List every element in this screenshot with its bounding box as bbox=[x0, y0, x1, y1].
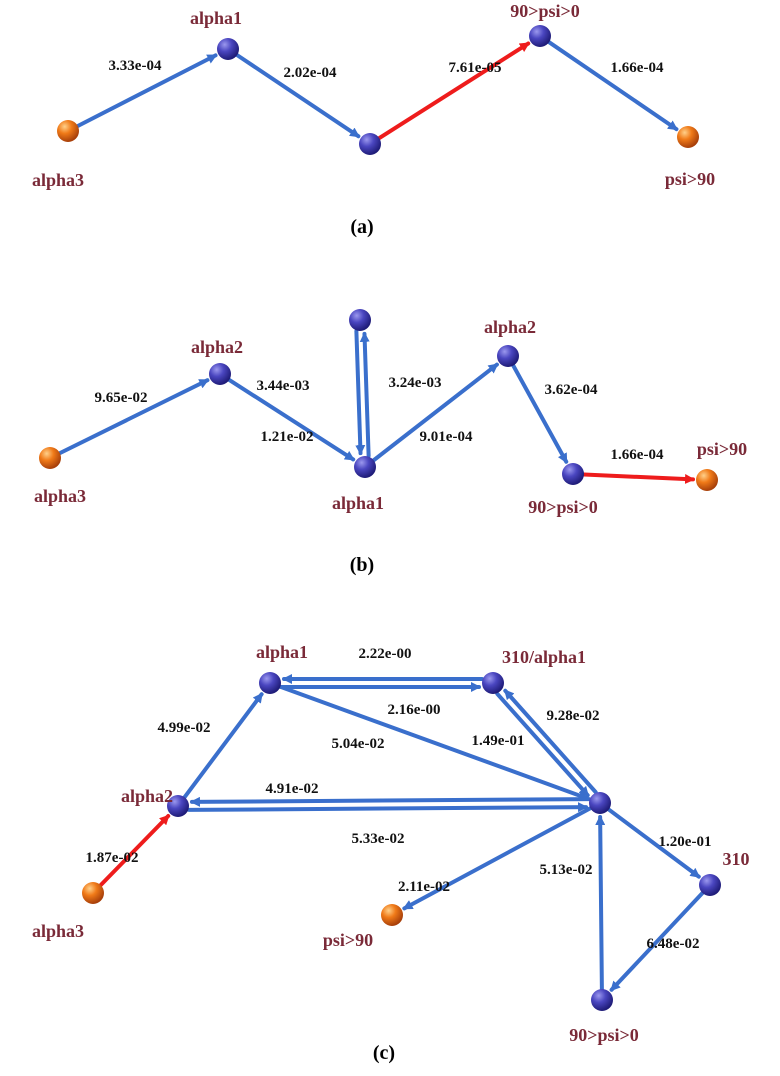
node-p90psi0 bbox=[562, 463, 584, 485]
edge-label: 1.20e-01 bbox=[659, 834, 712, 850]
node-label-alpha3: alpha3 bbox=[32, 921, 84, 941]
node-label-alpha2b: alpha2 bbox=[484, 317, 536, 337]
edge-label: 5.13e-02 bbox=[540, 862, 593, 878]
edge-alpha1-to-hub bbox=[278, 684, 589, 801]
edge-alpha2-to-hub bbox=[187, 802, 589, 813]
node-alpha3 bbox=[39, 447, 61, 469]
node-label-alpha1: alpha1 bbox=[256, 642, 308, 662]
node-alpha1 bbox=[259, 672, 281, 694]
edge-label: 1.66e-04 bbox=[611, 447, 664, 463]
panel-c: 1.87e-02 4.99e-02 2.22e-00 2.16e-00 5.04e-02… bbox=[32, 642, 750, 1064]
edge-a310-to-hub bbox=[495, 691, 590, 798]
node-psi90 bbox=[696, 469, 718, 491]
edge-alpha2-to-alpha1 bbox=[182, 692, 264, 800]
node-label-psi90: psi>90 bbox=[665, 169, 715, 189]
node-psi90 bbox=[677, 126, 699, 148]
node-hub bbox=[589, 792, 611, 814]
node-label-psi90: psi>90 bbox=[323, 930, 373, 950]
node-label-psi90: psi>90 bbox=[697, 439, 747, 459]
edge-label: 2.11e-02 bbox=[398, 879, 450, 895]
edge-label: 1.66e-04 bbox=[611, 60, 664, 76]
node-label-alpha3: alpha3 bbox=[32, 170, 84, 190]
edge-label: 6.48e-02 bbox=[647, 936, 700, 952]
edge-hub-to-alpha2 bbox=[189, 796, 591, 807]
node-label-alpha1: alpha1 bbox=[190, 8, 242, 28]
node-label-alpha2a: alpha2 bbox=[191, 337, 243, 357]
node-alpha3 bbox=[82, 882, 104, 904]
node-alpha1 bbox=[354, 456, 376, 478]
edge-label: 4.91e-02 bbox=[266, 781, 319, 797]
edge-label: 3.33e-04 bbox=[109, 58, 162, 74]
edge-label: 4.99e-02 bbox=[158, 720, 211, 736]
panel-b: 9.65e-02 3.44e-03 1.21e-02 3.24e-03 9.01e-04… bbox=[34, 309, 747, 576]
edge-alpha3-to-alpha2 bbox=[98, 814, 171, 888]
node-label-p90psi0: 90>psi>0 bbox=[510, 1, 580, 21]
edge-alpha2b-to-p90psi0 bbox=[511, 363, 569, 464]
edge-label: 5.33e-02 bbox=[352, 831, 405, 847]
edge-alpha3-to-alpha1 bbox=[75, 53, 218, 128]
node-alpha3 bbox=[57, 120, 79, 142]
edge-label: 9.01e-04 bbox=[420, 429, 473, 445]
edge-mid-to-p90psi0 bbox=[377, 41, 531, 141]
edge-n310-to-p90psi0 bbox=[609, 891, 705, 992]
node-alpha2b bbox=[497, 345, 519, 367]
edge-alpha1-to-top bbox=[359, 331, 371, 458]
edge-label: 1.49e-01 bbox=[472, 733, 525, 749]
edge-alpha3-to-alpha2a bbox=[57, 378, 210, 456]
node-alpha2 bbox=[167, 795, 189, 817]
node-p90psi0 bbox=[591, 989, 613, 1011]
panel-caption-c: (c) bbox=[373, 1042, 395, 1064]
edge-label: 9.28e-02 bbox=[547, 708, 600, 724]
node-label-n310: 310 bbox=[723, 849, 750, 869]
node-alpha1 bbox=[217, 38, 239, 60]
edge-hub-to-a310 bbox=[503, 688, 598, 795]
node-label-alpha1: alpha1 bbox=[332, 493, 384, 513]
edge-hub-to-n310 bbox=[606, 807, 701, 879]
edge-p90psi0-to-psi90 bbox=[581, 472, 696, 485]
edge-label: 2.02e-04 bbox=[284, 65, 337, 81]
node-label-alpha2: alpha2 bbox=[121, 786, 173, 806]
node-label-p90psi0: 90>psi>0 bbox=[569, 1025, 639, 1045]
edge-label: 2.22e-00 bbox=[359, 646, 412, 662]
node-label-alpha3: alpha3 bbox=[34, 486, 86, 506]
panel-caption-b: (b) bbox=[350, 554, 374, 576]
edge-hub-to-psi90 bbox=[402, 806, 593, 911]
edge-label: 7.61e-05 bbox=[449, 60, 502, 76]
node-n310 bbox=[699, 874, 721, 896]
panel-a: 3.33e-04 2.02e-04 7.61e-05 1.66e-04 alpha3 al… bbox=[32, 1, 715, 238]
edge-alpha1-to-alpha2b bbox=[371, 362, 499, 463]
node-psi90 bbox=[381, 904, 403, 926]
node-a310 bbox=[482, 672, 504, 694]
edge-label: 3.24e-03 bbox=[389, 375, 442, 391]
node-alpha2a bbox=[209, 363, 231, 385]
edge-p90psi0-to-hub bbox=[595, 814, 606, 992]
node-mid bbox=[359, 133, 381, 155]
edge-p90psi0-to-psi90 bbox=[547, 40, 679, 132]
edge-label: 5.04e-02 bbox=[332, 736, 385, 752]
edge-label: 9.65e-02 bbox=[95, 390, 148, 406]
edge-label: 3.62e-04 bbox=[545, 382, 598, 398]
edge-top-to-alpha1 bbox=[354, 329, 366, 456]
edge-label: 2.16e-00 bbox=[388, 702, 441, 718]
node-label-a310: 310/alpha1 bbox=[502, 647, 586, 667]
panel-caption-a: (a) bbox=[350, 216, 373, 238]
edge-label: 1.21e-02 bbox=[261, 429, 314, 445]
node-label-p90psi0: 90>psi>0 bbox=[528, 497, 598, 517]
edge-label: 3.44e-03 bbox=[257, 378, 310, 394]
node-top bbox=[349, 309, 371, 331]
edge-alpha1-to-mid bbox=[235, 53, 361, 139]
edge-label: 1.87e-02 bbox=[86, 850, 139, 866]
node-p90psi0 bbox=[529, 25, 551, 47]
edge-alpha2a-to-alpha1 bbox=[227, 377, 356, 462]
